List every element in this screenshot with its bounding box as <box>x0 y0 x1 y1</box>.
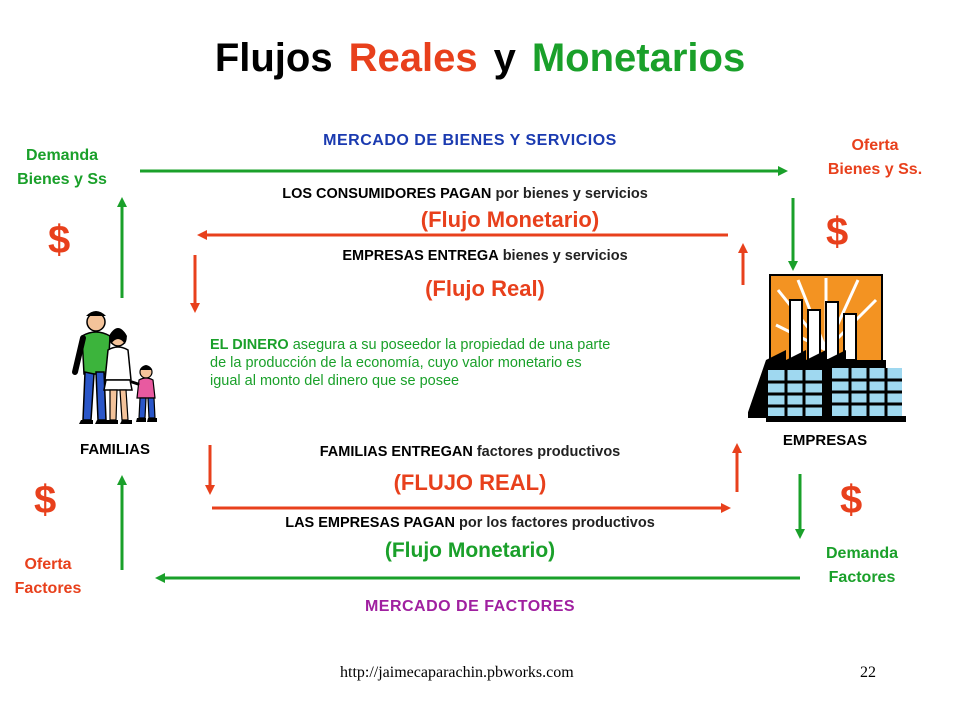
supply-factors-label: Oferta Factores <box>14 556 82 597</box>
factory-icon <box>748 274 906 422</box>
title-word-flujos: Flujos <box>214 36 333 80</box>
dollar-icon-top-right: $ <box>826 210 849 254</box>
demand-factors-label: Demanda Factores <box>825 545 899 586</box>
factor-market-label: MERCADO DE FACTORES <box>364 598 576 615</box>
families-label: FAMILIAS <box>80 441 150 458</box>
flow-real-bottom: (FLUJO REAL) <box>393 470 547 495</box>
flow-real-top: (Flujo Real) <box>425 276 545 301</box>
title-word-reales: Reales <box>348 36 478 80</box>
families-deliver-caption: FAMILIAS ENTREGAN factores productivos <box>319 444 621 460</box>
supply-goods-label: Oferta Bienes y Ss. <box>827 137 923 178</box>
page-number: 22 <box>860 664 876 681</box>
dollar-icon-bottom-right: $ <box>840 478 863 522</box>
family-icon <box>72 311 157 424</box>
money-explanation: EL DINERO asegura a su poseedor la propi… <box>210 337 611 389</box>
title-word-monetarios: Monetarios <box>531 36 746 80</box>
firms-label: EMPRESAS <box>782 432 868 449</box>
goods-market-label: MERCADO DE BIENES Y SERVICIOS <box>323 132 617 149</box>
dollar-icon-top-left: $ <box>48 218 71 262</box>
flow-monetary-top: (Flujo Monetario) <box>420 207 600 232</box>
firms-deliver-caption: EMPRESAS ENTREGA bienes y servicios <box>342 248 628 264</box>
firms-pay-caption: LAS EMPRESAS PAGAN por los factores prod… <box>285 515 655 531</box>
footer-url: http://jaimecaparachin.pbworks.com <box>340 664 574 681</box>
flow-monetary-bottom: (Flujo Monetario) <box>384 539 556 562</box>
title-word-y: y <box>493 36 516 80</box>
demand-goods-label: Demanda Bienes y Ss <box>17 147 107 188</box>
consumers-pay-caption: LOS CONSUMIDORES PAGAN por bienes y serv… <box>282 186 648 202</box>
dollar-icon-bottom-left: $ <box>34 478 57 522</box>
